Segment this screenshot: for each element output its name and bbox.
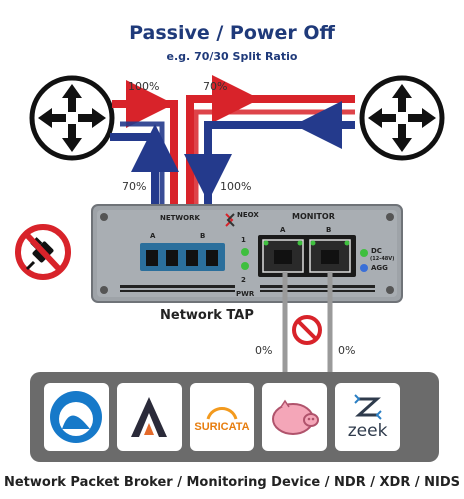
flow-label-top-left: 100%	[128, 80, 160, 93]
flow-label-mon-b: 0%	[338, 344, 356, 357]
arkime-icon	[131, 397, 168, 437]
tap-caption: Network TAP	[160, 308, 254, 323]
tap-dc-label: DC	[371, 247, 382, 255]
tap-led-2-label: 2	[241, 276, 246, 284]
zeek-label: zeek	[347, 421, 388, 441]
wireshark-tile	[44, 383, 109, 451]
suricata-icon	[206, 407, 238, 420]
pig-icon	[271, 399, 319, 435]
flow-label-mon-a: 0%	[255, 344, 273, 357]
arkime-tile	[116, 383, 182, 451]
tool-list: SURICATA zeek	[44, 383, 400, 453]
tap-agg-label: AGG	[371, 264, 388, 272]
no-power-icon	[15, 224, 71, 280]
network-tap-device	[91, 204, 403, 303]
footer-caption: Network Packet Broker / Monitoring Devic…	[3, 475, 461, 490]
page-subtitle: e.g. 70/30 Split Ratio	[166, 50, 298, 63]
wireshark-icon	[50, 391, 103, 443]
tap-pwr-label: PWR	[236, 290, 255, 298]
suricata-tile: SURICATA	[189, 383, 255, 451]
flow-label-left: 70%	[122, 180, 147, 193]
tap-mon-port-a-label: A	[280, 226, 286, 234]
right-router-icon	[359, 75, 445, 161]
flow-label-right: 100%	[220, 180, 252, 193]
tap-dc-range: (12-48V)	[370, 256, 395, 262]
flow-label-top-right: 70%	[203, 80, 228, 93]
tap-mon-port-b-label: B	[326, 226, 332, 234]
tap-network-label: NETWORK	[160, 214, 200, 222]
zeek-tile: zeek	[335, 383, 400, 451]
monitor-output-lines	[282, 272, 333, 382]
left-router-icon	[29, 75, 115, 161]
tap-brand: NEOX	[237, 211, 259, 219]
tap-monitor-label: MONITOR	[292, 212, 335, 221]
tap-port-b-label: B	[200, 232, 206, 240]
zeek-icon	[353, 394, 382, 420]
blocked-icon	[292, 315, 322, 345]
ntop-tile	[262, 383, 328, 451]
suricata-label: SURICATA	[194, 421, 250, 433]
tap-led-1-label: 1	[241, 236, 246, 244]
tap-port-a-label: A	[150, 232, 156, 240]
page-title: Passive / Power Off	[129, 22, 335, 44]
